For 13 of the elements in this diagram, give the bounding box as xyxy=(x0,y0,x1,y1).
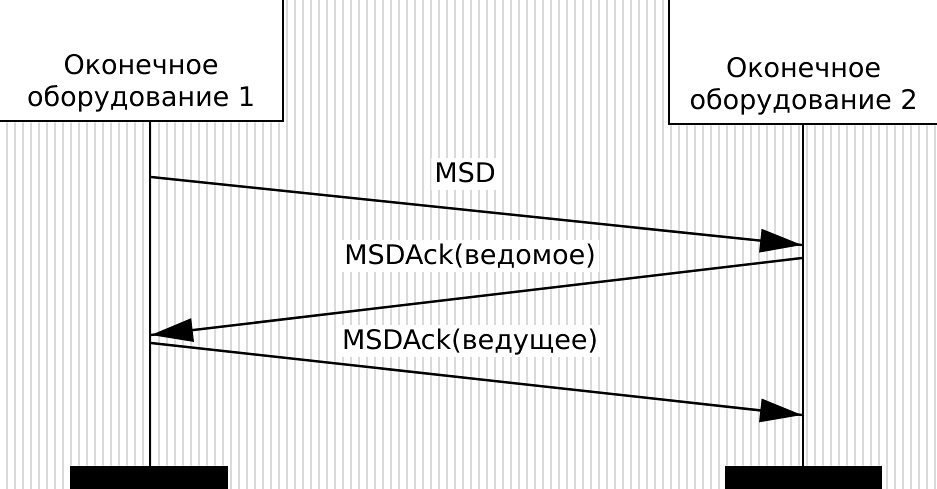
lifeline xyxy=(149,122,151,466)
message-arrow xyxy=(150,176,802,253)
header-box xyxy=(0,0,284,122)
header-box xyxy=(668,0,937,125)
bar xyxy=(70,466,228,489)
participant-name: Оконечное оборудование 1 xyxy=(26,50,256,114)
lifeline xyxy=(802,125,804,466)
message-label: MSD xyxy=(431,158,499,190)
message-arrow xyxy=(150,256,802,342)
message-arrow xyxy=(150,342,802,422)
bar xyxy=(725,466,882,489)
message-label: MSDAck(ведомое) xyxy=(341,240,599,272)
participant-name: Оконечное оборудование 2 xyxy=(688,53,919,117)
